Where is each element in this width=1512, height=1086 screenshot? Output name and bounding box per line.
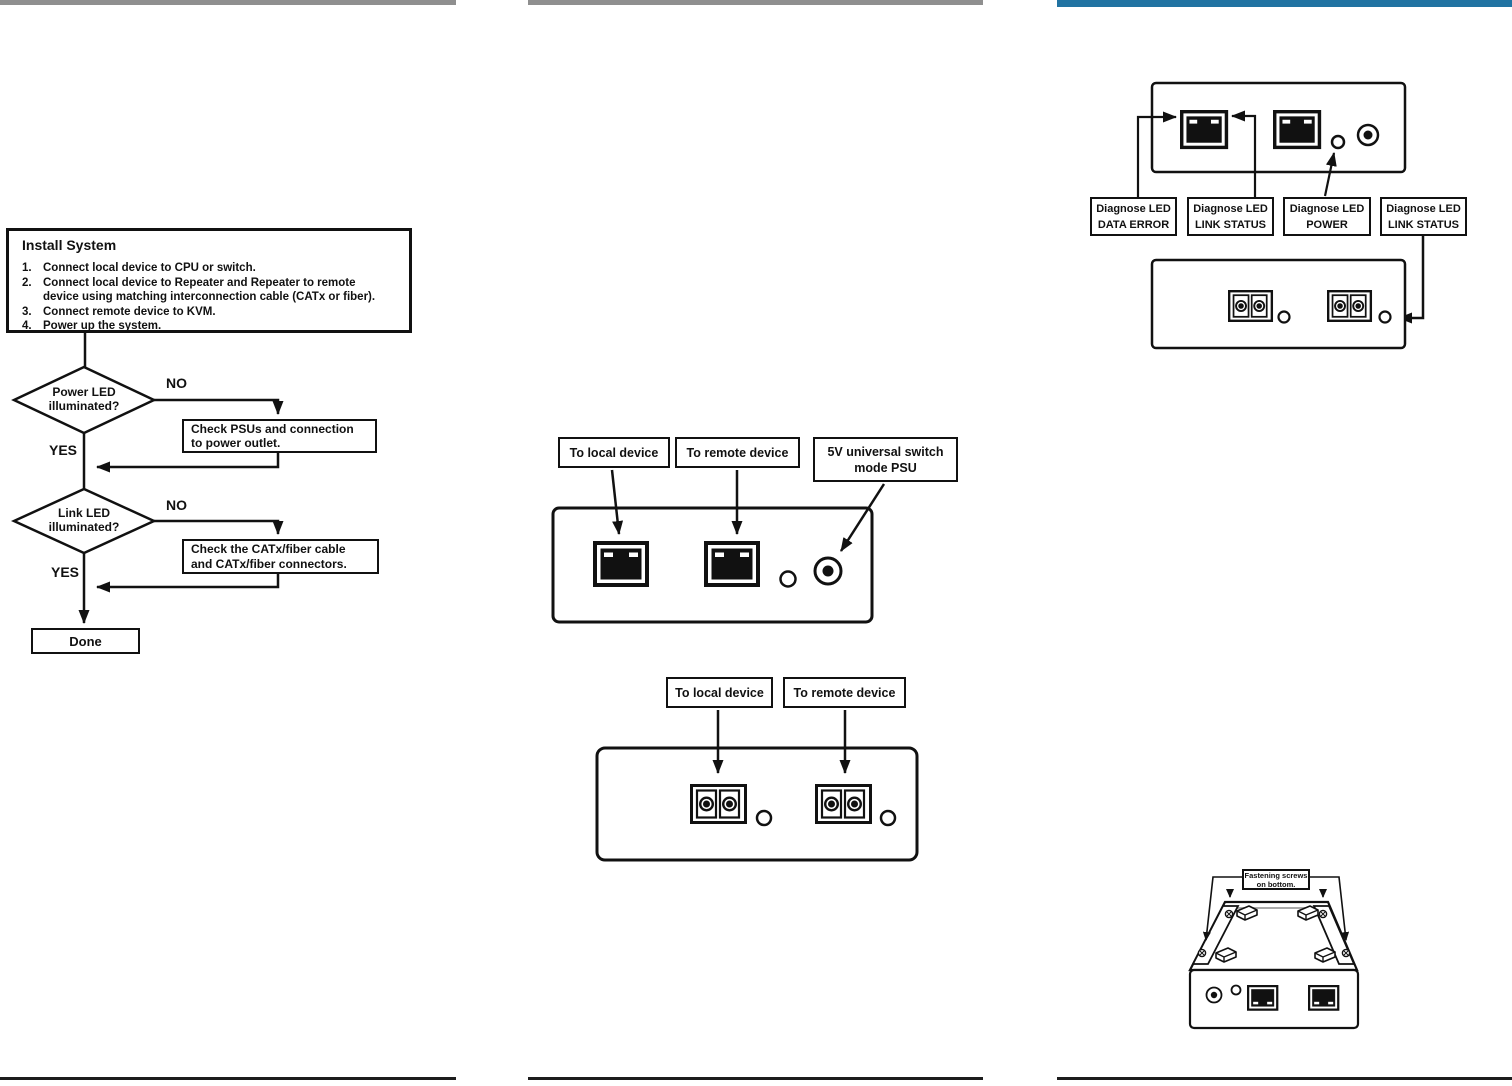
power-jack-pin <box>1210 991 1218 999</box>
diagnose-data-error-label: Diagnose LED DATA ERROR <box>1090 197 1177 236</box>
rj45-jack-local-icon <box>593 541 649 587</box>
yes-label-1: YES <box>49 442 78 458</box>
rj45-jack-icon <box>1272 109 1322 150</box>
callout-link-status-fiber <box>1398 236 1425 324</box>
bottom-rule-column1 <box>0 1077 456 1080</box>
install-system-title: Install System <box>22 237 117 253</box>
front-led <box>1230 984 1242 996</box>
install-step-2: 2. Connect local device to Repeater and … <box>22 276 376 304</box>
diagnose-fiber-outline <box>1150 258 1407 350</box>
install-step-4: 4. Power up the system. <box>22 320 162 332</box>
fiber-link-status-led <box>1378 310 1392 324</box>
device-3d-bottom-view <box>1188 876 1360 1030</box>
callout-power <box>1323 152 1337 197</box>
flow-line-no2 <box>154 519 284 535</box>
flow-loopback1 <box>96 453 280 473</box>
install-system-box: Install System 1. Connect local device t… <box>6 228 412 333</box>
fiber-connector-icon <box>1326 290 1373 322</box>
catx-local-label: To local device <box>558 437 670 468</box>
flow-loopback2 <box>96 574 280 593</box>
check-psu-box: Check PSUs and connection to power outle… <box>182 419 377 453</box>
callout-data-error <box>1136 111 1177 197</box>
fastening-screw-icon <box>1224 909 1234 919</box>
check-cable-box: Check the CATx/fiber cable and CATx/fibe… <box>182 539 379 574</box>
top-rule-column3-accent <box>1057 0 1512 7</box>
install-step-1: 1. Connect local device to CPU or switch… <box>22 262 256 274</box>
top-rule-column2 <box>528 0 983 5</box>
top-rule-column1 <box>0 0 456 5</box>
fiber-repeater-panel <box>595 710 919 862</box>
fiber-led <box>1277 310 1291 324</box>
status-led <box>779 570 797 588</box>
power-led <box>1330 134 1346 150</box>
diagnose-link-status-label-1: Diagnose LED LINK STATUS <box>1187 197 1274 236</box>
catx-psu-label: 5V universal switch mode PSU <box>813 437 958 482</box>
done-box: Done <box>31 628 140 654</box>
diagnose-power-label: Diagnose LED POWER <box>1283 197 1371 236</box>
arrow-screw-bottom-left <box>1202 876 1242 941</box>
fastening-screw-icon <box>1341 948 1351 958</box>
flow-line-no1 <box>154 398 284 415</box>
no-label-2: NO <box>166 497 187 513</box>
fiber-connector-icon <box>1227 290 1274 322</box>
fiber-local-led <box>755 809 773 827</box>
rj45-jack-flipped-icon <box>1307 984 1340 1011</box>
arrow-to-local-jack <box>610 469 624 535</box>
fiber-local-label: To local device <box>666 677 773 708</box>
power-jack-pin <box>822 565 834 577</box>
rj45-jack-flipped-icon <box>1246 984 1279 1011</box>
fiber-remote-led <box>879 809 897 827</box>
bottom-rule-column3 <box>1057 1077 1512 1080</box>
fastening-screws-label: Fastening screws on bottom. <box>1242 869 1310 890</box>
arrow-to-psu-jack <box>839 483 886 552</box>
diagnose-catx-panel <box>1136 81 1425 324</box>
power-jack-pin <box>1363 130 1373 140</box>
callout-link-status <box>1231 110 1257 197</box>
diagnose-fiber-panel <box>1150 258 1407 350</box>
catx-repeater-panel <box>551 469 886 624</box>
rj45-jack-remote-icon <box>704 541 760 587</box>
rj45-jack-icon <box>1179 109 1229 150</box>
decision-power-label: Power LED illuminated? <box>48 385 120 413</box>
fastening-screw-icon <box>1318 909 1328 919</box>
yes-label-2: YES <box>51 564 80 580</box>
catx-remote-label: To remote device <box>675 437 800 468</box>
fiber-remote-label: To remote device <box>783 677 906 708</box>
fiber-connector-local-icon <box>690 784 747 824</box>
arrow-screw-bottom-right <box>1310 876 1350 941</box>
fastening-screw-icon <box>1197 948 1207 958</box>
no-label-1: NO <box>166 375 187 391</box>
fiber-panel-outline <box>595 746 919 862</box>
install-step-3: 3. Connect remote device to KVM. <box>22 305 216 318</box>
fiber-connector-remote-icon <box>815 784 872 824</box>
bottom-rule-column2 <box>528 1077 983 1080</box>
diagnose-link-status-label-2: Diagnose LED LINK STATUS <box>1380 197 1467 236</box>
decision-link-label: Link LED illuminated? <box>48 506 120 534</box>
flowchart-connectors <box>10 333 284 624</box>
